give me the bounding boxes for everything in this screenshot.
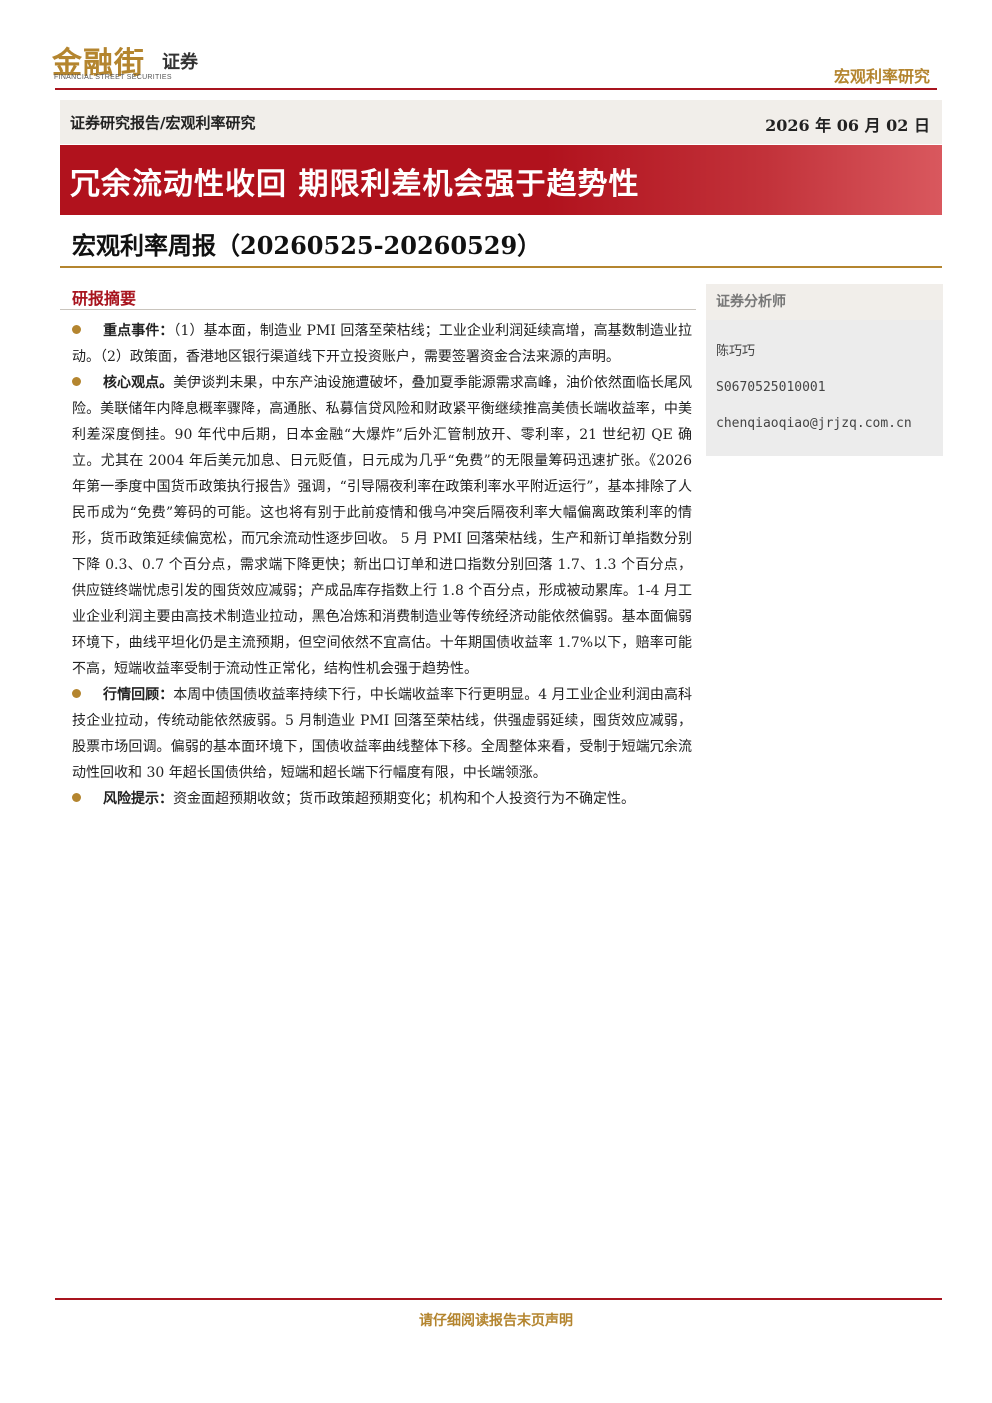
section-label: 宏观利率研究 bbox=[833, 67, 930, 86]
point-text: （1）基本面，制造业 PMI 回落至荣枯线；工业企业利润延续高增，高基数制造业拉… bbox=[72, 323, 693, 365]
header-divider bbox=[55, 88, 937, 90]
point-text: 资金面超预期收敛；货币政策超预期变化；机构和个人投资行为不确定性。 bbox=[173, 791, 635, 807]
title-banner: 冗余流动性收回 期限利差机会强于趋势性 bbox=[60, 145, 942, 215]
analyst-license: S0670525010001 bbox=[716, 380, 826, 395]
point-text: 美伊谈判未果，中东产油设施遭破坏，叠加夏季能源需求高峰，油价依然面临长尾风险。美… bbox=[72, 375, 693, 677]
report-title: 宏观利率周报（20260525-20260529） bbox=[72, 231, 542, 260]
footer-disclaimer: 请仔细阅读报告末页声明 bbox=[419, 1313, 573, 1329]
report-category: 证券研究报告/宏观利率研究 bbox=[70, 114, 256, 132]
analyst-heading: 证券分析师 bbox=[706, 284, 943, 320]
point-label: 行情回顾： bbox=[103, 687, 174, 703]
page-title: 冗余流动性收回 期限利差机会强于趋势性 bbox=[70, 167, 640, 202]
logo-text-sub: 证券 bbox=[162, 52, 198, 73]
abstract-point: 风险提示：资金面超预期收敛；货币政策超预期变化；机构和个人投资行为不确定性。 bbox=[72, 786, 692, 812]
abstract-heading: 研报摘要 bbox=[72, 289, 137, 308]
analyst-name: 陈巧巧 bbox=[716, 344, 756, 359]
analyst-email[interactable]: chenqiaoqiao@jrjzq.com.cn bbox=[716, 416, 912, 431]
subheader-bar: 证券研究报告/宏观利率研究 2026 年 06 月 02 日 bbox=[60, 100, 942, 144]
abstract-body: 重点事件：（1）基本面，制造业 PMI 回落至荣枯线；工业企业利润延续高增，高基… bbox=[72, 318, 692, 812]
bullet-icon bbox=[72, 689, 81, 698]
point-text: 本周中债国债收益率持续下行，中长端收益率下行更明显。4 月工业企业利润由高科技企… bbox=[72, 687, 692, 781]
abstract-point: 核心观点。美伊谈判未果，中东产油设施遭破坏，叠加夏季能源需求高峰，油价依然面临长… bbox=[72, 370, 692, 682]
company-logo: 金融街 证券 FINANCIAL STREET SECURITIES bbox=[52, 38, 212, 88]
footer-divider bbox=[55, 1298, 942, 1300]
point-label: 风险提示： bbox=[103, 791, 173, 807]
title-divider bbox=[60, 266, 942, 268]
bullet-icon bbox=[72, 793, 81, 802]
abstract-point: 行情回顾：本周中债国债收益率持续下行，中长端收益率下行更明显。4 月工业企业利润… bbox=[72, 682, 692, 786]
logo-text-cn: 金融街 bbox=[52, 46, 145, 81]
logo-text-en: FINANCIAL STREET SECURITIES bbox=[54, 74, 172, 81]
point-label: 重点事件： bbox=[103, 323, 174, 339]
bullet-icon bbox=[72, 377, 81, 386]
report-date: 2026 年 06 月 02 日 bbox=[765, 116, 930, 135]
abstract-point: 重点事件：（1）基本面，制造业 PMI 回落至荣枯线；工业企业利润延续高增，高基… bbox=[72, 318, 692, 370]
point-label: 核心观点。 bbox=[103, 375, 174, 391]
analyst-info: 陈巧巧 S0670525010001 chenqiaoqiao@jrjzq.co… bbox=[706, 320, 943, 456]
bullet-icon bbox=[72, 325, 81, 334]
analyst-panel: 证券分析师 陈巧巧 S0670525010001 chenqiaoqiao@jr… bbox=[706, 284, 943, 456]
abstract-divider bbox=[60, 309, 696, 310]
